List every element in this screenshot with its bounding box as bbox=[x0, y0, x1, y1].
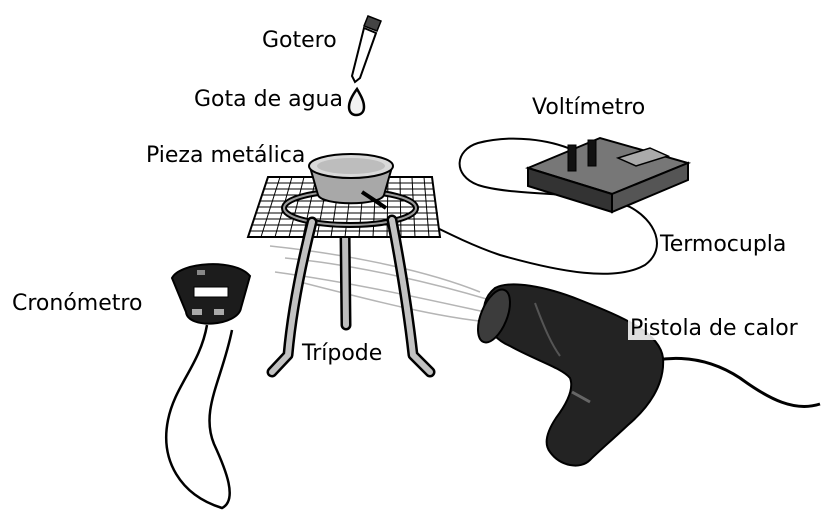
label-tripode: Trípode bbox=[300, 341, 385, 366]
tripod-front-legs bbox=[266, 214, 436, 378]
label-termocupla: Termocupla bbox=[658, 232, 789, 257]
label-voltimetro: Voltímetro bbox=[530, 95, 648, 120]
label-gota-de-agua: Gota de agua bbox=[192, 87, 345, 112]
tripod-back-leg bbox=[339, 226, 352, 331]
dropper bbox=[350, 15, 382, 84]
label-pistola-de-calor: Pistola de calor bbox=[628, 316, 800, 341]
label-cronometro: Cronómetro bbox=[10, 291, 145, 316]
stopwatch-cable bbox=[165, 324, 234, 510]
water-drop bbox=[347, 86, 366, 117]
heat-gun bbox=[477, 283, 665, 467]
metal-cup bbox=[308, 153, 394, 205]
stopwatch bbox=[170, 263, 252, 325]
label-pieza-metalica: Pieza metálica bbox=[144, 143, 308, 168]
voltmeter bbox=[525, 136, 692, 214]
thermocouple-wire bbox=[351, 137, 658, 275]
thermocouple-probe bbox=[360, 190, 388, 210]
label-gotero: Gotero bbox=[260, 28, 339, 53]
